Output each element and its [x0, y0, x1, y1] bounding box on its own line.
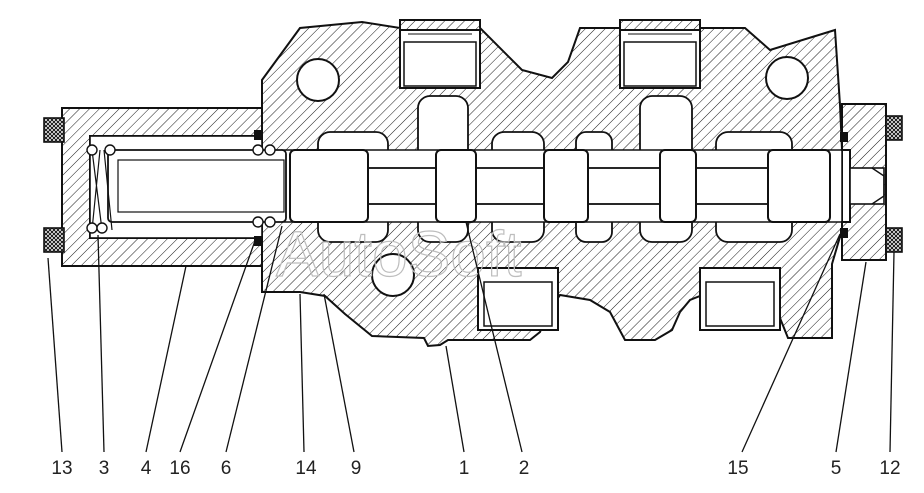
callout-4: 4 [141, 458, 152, 479]
end-bolt-bottom [885, 227, 903, 253]
callout-3: 3 [99, 458, 110, 479]
leader-5 [835, 261, 867, 453]
body-bolt-hole-top-left [296, 58, 340, 102]
spring-cap [43, 107, 287, 267]
callout-6: 6 [221, 458, 232, 479]
o-ring-right-top [840, 132, 848, 142]
cap-bolt-top [43, 117, 65, 143]
callout-16: 16 [169, 458, 190, 479]
callout-12: 12 [879, 458, 900, 479]
callout-labels: 13 3 4 16 6 14 9 1 2 15 5 12 [51, 458, 900, 479]
leader-14 [299, 293, 305, 453]
leader-13 [47, 257, 63, 453]
leader-15 [741, 233, 841, 453]
spool-land-4 [659, 149, 697, 223]
leader-3 [97, 234, 105, 453]
leader-4 [145, 265, 187, 453]
leader-1 [445, 345, 465, 453]
callout-15: 15 [727, 458, 748, 479]
end-bolt-top [885, 115, 903, 141]
end-cap [840, 103, 903, 261]
callout-2: 2 [519, 458, 530, 479]
spool-land-5 [767, 149, 831, 223]
spool [289, 149, 831, 223]
callout-14: 14 [295, 458, 317, 479]
bottom-port-left [477, 267, 559, 331]
watermark: AutoSoft [276, 218, 522, 290]
callout-5: 5 [831, 458, 842, 479]
callout-9: 9 [351, 458, 362, 479]
callout-13: 13 [51, 458, 72, 479]
leader-16 [179, 237, 257, 453]
body-bolt-hole-bottom [371, 253, 415, 297]
leader-6 [225, 225, 283, 453]
spool-land-2 [435, 149, 477, 223]
o-ring-left-bottom [254, 236, 262, 246]
o-ring-left-top [254, 130, 262, 140]
leader-9 [323, 293, 355, 453]
body-bolt-hole-top-right [765, 56, 809, 100]
o-ring-right-bottom [840, 228, 848, 238]
spool-land-1 [289, 149, 369, 223]
leader-12 [889, 251, 895, 453]
callout-1: 1 [459, 458, 470, 479]
top-port-right [619, 29, 701, 89]
leader-2 [465, 221, 523, 453]
leader-lines [47, 221, 895, 453]
cap-bolt-bottom [43, 227, 65, 253]
top-port-left [399, 29, 481, 89]
bottom-port-right [699, 267, 781, 331]
spool-land-3 [543, 149, 589, 223]
